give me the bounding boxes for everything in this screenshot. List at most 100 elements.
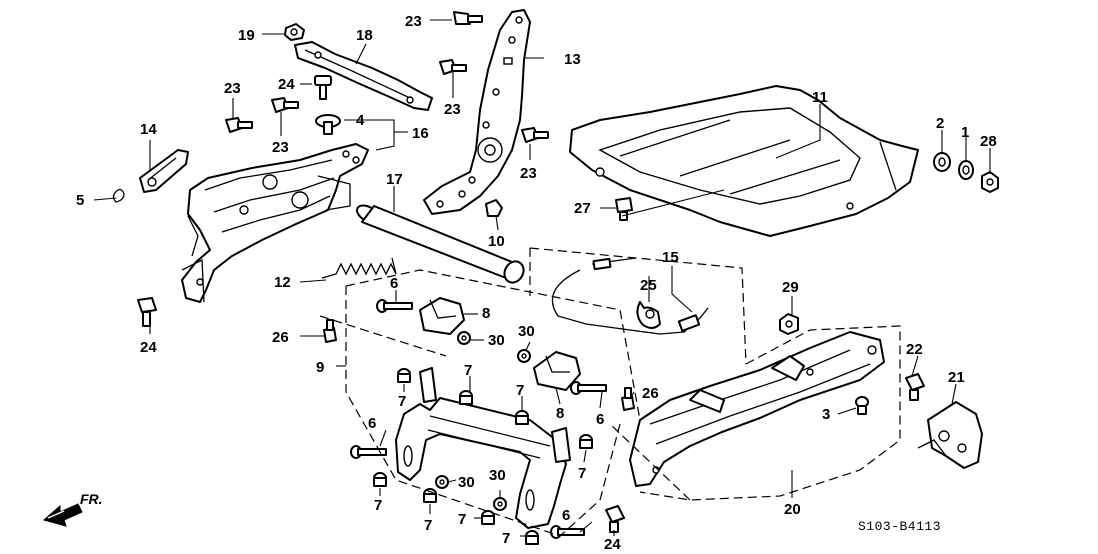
front-direction-label: FR. [80,491,103,507]
part-7-collar [459,390,473,405]
part-6-pin [550,525,585,539]
callout-7: 7 [458,511,466,528]
callout-22: 22 [906,341,923,358]
part-24-bolt-left [137,297,157,327]
callout-23: 23 [520,165,537,182]
callout-26: 26 [642,385,659,402]
callout-labels: 19 18 23 13 24 23 23 23 4 16 14 5 17 23 … [76,13,997,553]
callout-29: 29 [782,279,799,296]
callout-25: 25 [640,277,657,294]
part-28-nut [981,171,999,193]
part-23-bolt [453,11,483,25]
part-2-washer [933,152,951,172]
callout-7: 7 [578,465,586,482]
callout-6: 6 [596,411,604,428]
callout-30: 30 [488,332,505,349]
callout-11: 11 [812,89,828,106]
part-8-bracket-upper [419,297,465,335]
part-15-cable [551,257,709,335]
part-21-bracket [917,401,983,469]
part-7-collar [373,472,387,487]
callout-16: 16 [412,125,429,142]
front-direction-arrow-icon [42,503,83,527]
part-27-bolt [615,197,633,221]
part-22-bolt [905,373,925,401]
callout-7: 7 [398,393,406,410]
callout-30: 30 [458,474,475,491]
part-23-bolt [225,117,253,133]
callout-21: 21 [948,369,965,386]
callout-23: 23 [444,101,461,118]
callout-7: 7 [464,362,472,379]
part-6-pin [350,445,387,459]
part-25-clamp [636,301,661,329]
callout-23: 23 [272,139,289,156]
callout-2: 2 [936,115,944,132]
callout-17: 17 [386,171,403,188]
part-7-collar [525,530,539,545]
callout-23: 23 [405,13,422,30]
callout-24: 24 [140,339,157,356]
part-16-recliner-mechanism [181,143,369,303]
part-7-collar [579,434,593,449]
part-20-slide-rail [629,331,885,487]
callout-7: 7 [424,517,432,534]
part-7-collar [423,488,437,503]
part-23-bolt [271,97,299,113]
part-18-rail-bar [294,41,433,111]
callout-6: 6 [562,507,570,524]
callout-19: 19 [238,27,255,44]
callout-13: 13 [564,51,581,68]
callout-14: 14 [140,121,157,138]
part-9-adjuster-bracket [395,367,571,529]
callout-3: 3 [822,406,830,423]
part-1-washer [958,160,974,180]
callout-10: 10 [488,233,505,250]
callout-30: 30 [518,323,535,340]
part-6-pin [376,299,413,313]
callout-12: 12 [274,274,291,291]
part-30-nut [457,331,471,345]
callout-9: 9 [316,359,324,376]
part-11-seat-frame [569,85,919,237]
part-14-cover [139,149,189,193]
part-13-recliner-arm [423,9,531,215]
part-7-collar [481,510,495,525]
callout-7: 7 [374,497,382,514]
callout-8: 8 [482,305,490,322]
part-3-stud [855,396,869,415]
callout-6: 6 [390,275,398,292]
part-7-collar [515,410,529,425]
part-30-nut [517,349,531,363]
callout-15: 15 [662,249,679,266]
callout-18: 18 [356,27,373,44]
callout-1: 1 [961,124,969,141]
part-7-collar [397,368,411,383]
callout-30: 30 [489,467,506,484]
part-5-clip [112,188,125,203]
part-26-bolt [323,319,337,343]
callout-5: 5 [76,192,84,209]
part-30-nut [435,475,449,489]
callout-27: 27 [574,200,591,217]
callout-7: 7 [516,382,524,399]
part-8-bracket-lower [533,351,581,391]
part-30-nut [493,497,507,511]
part-10-bolt [485,199,503,217]
part-26-bolt [621,387,635,411]
part-12-spring [321,257,397,279]
callout-4: 4 [356,112,365,129]
callout-28: 28 [980,133,997,150]
callout-24: 24 [604,536,621,553]
callout-6: 6 [368,415,376,432]
callout-26: 26 [272,329,289,346]
part-19-nut [284,23,305,41]
callout-8: 8 [556,405,564,422]
part-29-nut [779,313,799,335]
callout-24: 24 [278,76,295,93]
group-boundary-lines [319,247,901,537]
part-23-bolt [439,59,467,75]
leader-lines [93,19,991,537]
callout-23: 23 [224,80,241,97]
